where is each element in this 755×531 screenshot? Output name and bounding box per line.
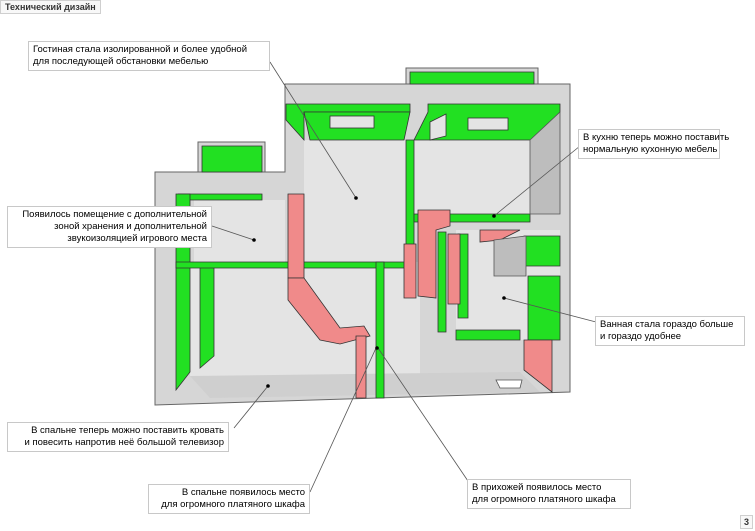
wall-kitchen-corner [429,113,447,141]
wall-red-bath-left [417,209,451,299]
wall-bathroom-right-lower [527,275,561,341]
window-kitchen [467,117,509,131]
wall-bathroom-bottom [455,329,521,341]
note-living-room-line-1: Гостиная стала изолированной и более удо… [33,44,248,55]
page-number: 3 [739,515,753,529]
pointer-living-room [269,61,357,199]
wall-red-bath-bottom [523,339,553,393]
note-hall-wardrobe: В прихожей появилось место для огромного… [467,479,631,509]
note-hall-wardrobe-line-2: для огромного платяного шкафа [472,494,616,505]
wall-red-bath-inner [447,233,461,305]
note-kitchen-line-2: нормальную кухонную мебель [583,144,718,155]
block-bottom-right [495,379,523,389]
note-bedroom-wardrobe: В спальне появилось место для огромного … [148,484,310,514]
dot-bedroom-bed [266,384,270,388]
structural-blocks [493,111,561,389]
note-bathroom: Ванная стала гораздо больше и гораздо уд… [595,316,745,346]
note-hall-wardrobe-line-1: В прихожей появилось место [472,482,602,493]
note-storage-line-1: Появилось помещение с дополнительной [22,209,207,220]
wall-red-living-left [287,193,305,279]
wall-left-balcony [201,145,263,173]
note-storage: Появилось помещение с дополнительной зон… [7,206,212,248]
note-bathroom-line-2: и гораздо удобнее [600,331,682,342]
wall-left-inner [199,265,215,369]
floor-kitchen [414,140,530,214]
pointer-storage [211,225,255,241]
dot-bathroom [502,296,506,300]
page-header-title: Технический дизайн [0,0,101,14]
pointer-hall-wardrobe [377,347,471,485]
note-storage-line-2: зоной хранения и дополнительной [54,221,207,232]
wall-red-hall-post [355,335,367,399]
pointer-bedroom-bed [233,385,269,429]
note-kitchen-line-1: В кухню теперь можно поставить [583,132,730,143]
wall-red-diagonal [287,277,371,345]
floor-bedroom [190,266,360,376]
demolished-walls [287,193,553,399]
note-kitchen: В кухню теперь можно поставить нормальну… [578,129,730,159]
block-bathroom-box [493,235,527,277]
note-bathroom-line-1: Ванная стала гораздо больше [600,319,734,330]
annotation-pointers [211,61,597,493]
pointer-bathroom [503,297,597,323]
dot-storage [252,238,256,242]
note-bedroom-wardrobe-line-2: для огромного платяного шкафа [161,499,305,510]
note-bedroom-bed: В спальне теперь можно поставить кровать… [7,422,229,452]
note-bedroom-bed-line-2: и повесить напротив неё большой телевизо… [24,437,225,448]
pointer-dots [252,196,506,388]
wall-top-balcony [409,71,535,85]
note-bedroom-wardrobe-line-1: В спальне появилось место [181,487,305,498]
pointer-kitchen [493,145,581,217]
wall-red-hall-right [403,243,417,299]
wall-bathroom-left [437,231,447,333]
floor-living-room [304,140,410,262]
pointer-bedroom-wardrobe [309,347,377,493]
note-bedroom-bed-line-1: В спальне теперь можно поставить кровать [31,425,224,436]
note-storage-line-3: звукоизоляцией игрового места [67,233,207,244]
note-living-room: Гостиная стала изолированной и более удо… [28,41,270,71]
dot-living-room [354,196,358,200]
dot-wardrobe [375,346,379,350]
block-kitchen-right [529,111,561,215]
wall-partition-hall [375,261,385,399]
wall-storage-top [177,193,263,201]
window-living [329,115,375,129]
wall-bathroom-right-upper [523,235,561,267]
floor-storage [194,200,285,262]
dot-kitchen [492,214,496,218]
note-living-room-line-2: для последующей обстановки мебелью [33,56,209,67]
